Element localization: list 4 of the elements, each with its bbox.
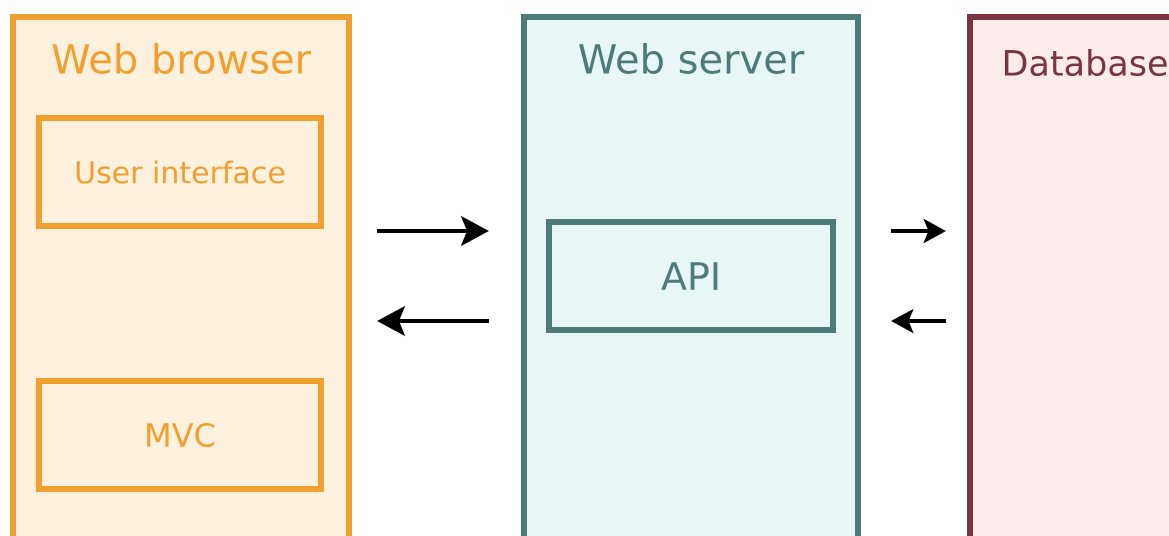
column-panel: Database: [967, 14, 1169, 536]
component-box: MVC: [36, 378, 324, 492]
component-box: API: [546, 219, 836, 333]
component-box: User interface: [36, 115, 324, 229]
